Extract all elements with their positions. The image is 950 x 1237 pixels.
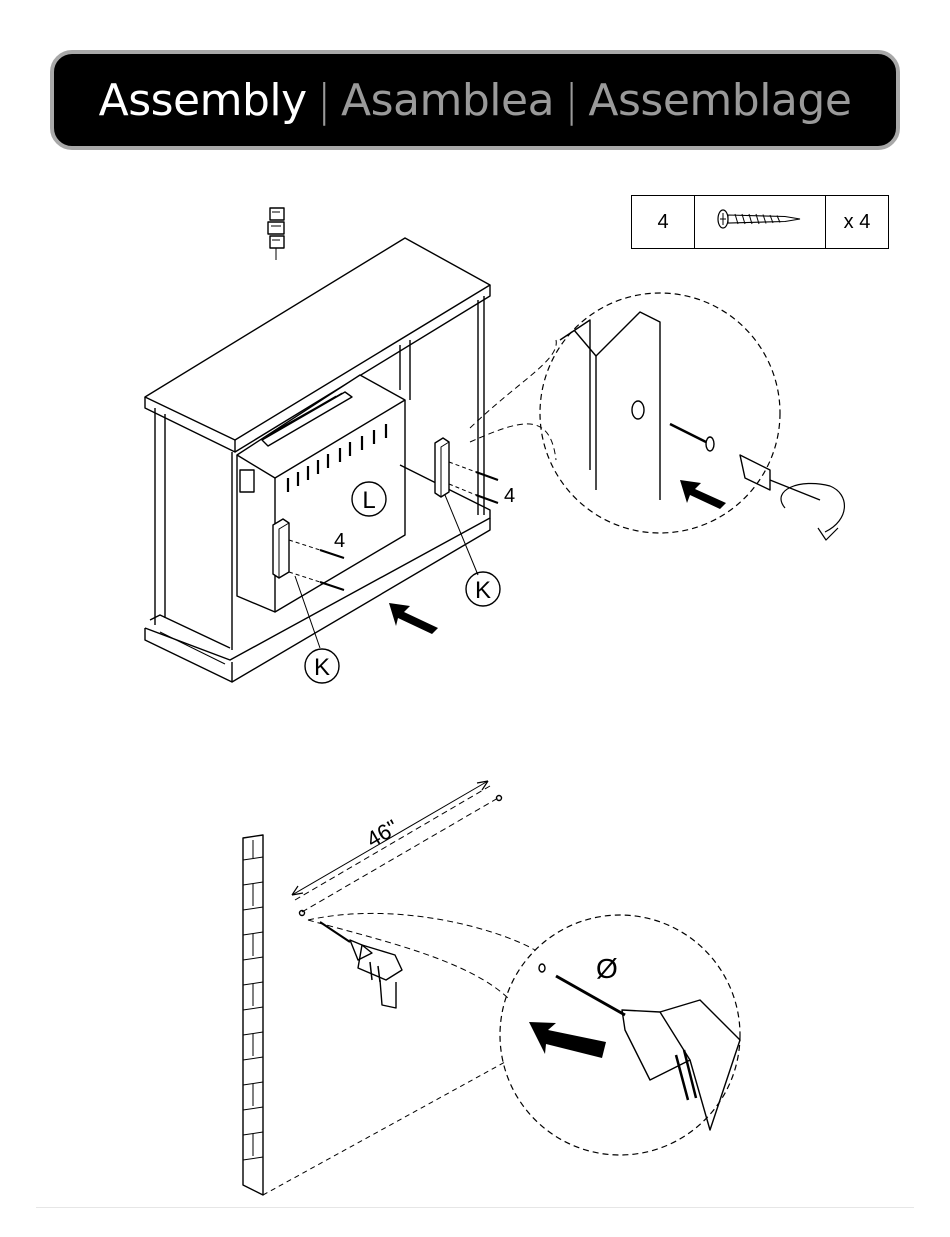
detail-magnifier-1 (470, 293, 844, 540)
wall-section (243, 835, 505, 1195)
screw-count-left: 4 (334, 530, 345, 552)
screws (320, 472, 498, 590)
push-arrows (389, 480, 726, 1058)
diameter-symbol: Ø (596, 953, 618, 984)
dimension-line (292, 781, 502, 916)
label-l: L (362, 487, 375, 514)
drill-direction-arrow (529, 1022, 606, 1058)
bracket-k-left (273, 519, 289, 578)
push-arrow-main (389, 603, 438, 634)
hardware-bag-icon (268, 208, 284, 260)
distance-label: 46" (362, 815, 402, 853)
label-k-left: K (314, 654, 330, 681)
push-arrow-detail (680, 480, 726, 509)
footer-rule (36, 1207, 914, 1208)
screw-count-right: 4 (504, 485, 515, 507)
label-k-right: K (475, 577, 491, 604)
bracket-k-right (435, 438, 449, 497)
detail-magnifier-2 (308, 913, 740, 1155)
